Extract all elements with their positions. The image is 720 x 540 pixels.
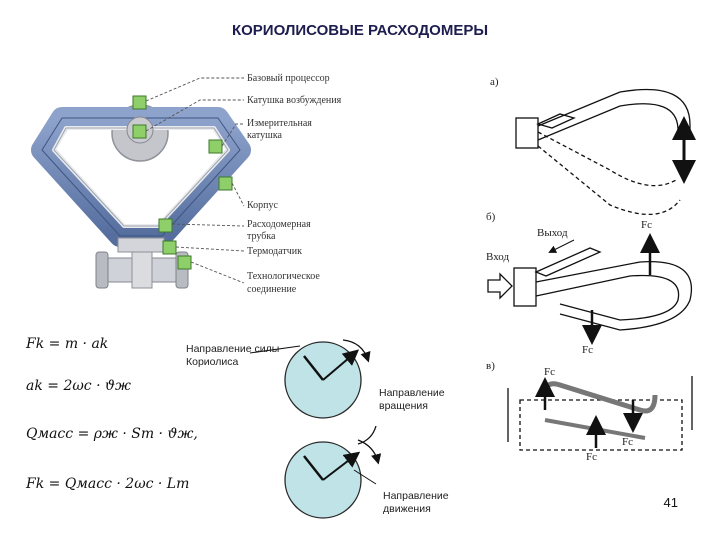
fc-b-top-label: Fc [641, 219, 652, 231]
formula-coriolis-force: Fk = m · ak [26, 336, 109, 352]
marker-process-connection [177, 255, 192, 270]
label-pickoff-coil-2: катушка [247, 130, 282, 141]
label-leaders [145, 77, 245, 284]
panel-b-drawing [487, 233, 692, 345]
panel-v-label: в) [486, 360, 495, 372]
page-number: 41 [663, 495, 678, 510]
label-drive-coil: Катушка возбуждения [247, 95, 342, 106]
fc-v-top-label: Fc [544, 366, 555, 378]
rotation-disks [249, 339, 382, 519]
label-flow-tube-1: Расходомерная [247, 219, 311, 230]
inlet-arrow [487, 272, 513, 300]
label-temp-sensor: Термодатчик [247, 246, 302, 257]
inlet-label: Вход [486, 251, 510, 263]
outlet-label: Выход [537, 227, 568, 239]
caption-coriolis-force: Направление силы Кориолиса [186, 343, 280, 368]
fc-v-bottom-label: Fc [586, 451, 597, 463]
slide-title: КОРИОЛИСОВЫЕ РАСХОДОМЕРЫ [231, 22, 489, 39]
panel-v-drawing [507, 376, 693, 451]
formula-force-flow: Fk = Qмасс · 2ωc · Lm [26, 476, 190, 492]
formula-coriolis-accel: ak = 2ωc · ϑж [26, 378, 131, 394]
fc-v-mid-label: Fc [622, 436, 633, 448]
marker-temp-sensor [162, 240, 177, 255]
marker-housing [218, 176, 233, 191]
caption-rotation: Направление вращения [379, 387, 445, 412]
label-process-connection-2: соединение [247, 284, 297, 295]
fc-b-bottom-label: Fc [582, 344, 593, 356]
marker-drive-coil [132, 124, 147, 139]
label-pickoff-coil-1: Измерительная [247, 118, 312, 129]
label-housing: Корпус [247, 200, 278, 211]
label-base-processor: Базовый процессор [247, 73, 330, 84]
caption-motion: Направление движения [383, 490, 449, 515]
marker-pickoff-coil [208, 139, 223, 154]
marker-processor [132, 95, 147, 110]
panel-b-label: б) [486, 211, 496, 223]
label-process-connection-1: Технологическое [247, 271, 320, 282]
panel-a-label: а) [490, 76, 499, 88]
label-flow-tube-2: трубка [247, 231, 276, 242]
formula-mass-flow: Qмасс = ρж · Sm · ϑж, [26, 426, 198, 442]
panel-a-drawing [515, 88, 696, 215]
marker-flow-tube [158, 218, 173, 233]
coriolis-meter-illustration [31, 95, 251, 289]
